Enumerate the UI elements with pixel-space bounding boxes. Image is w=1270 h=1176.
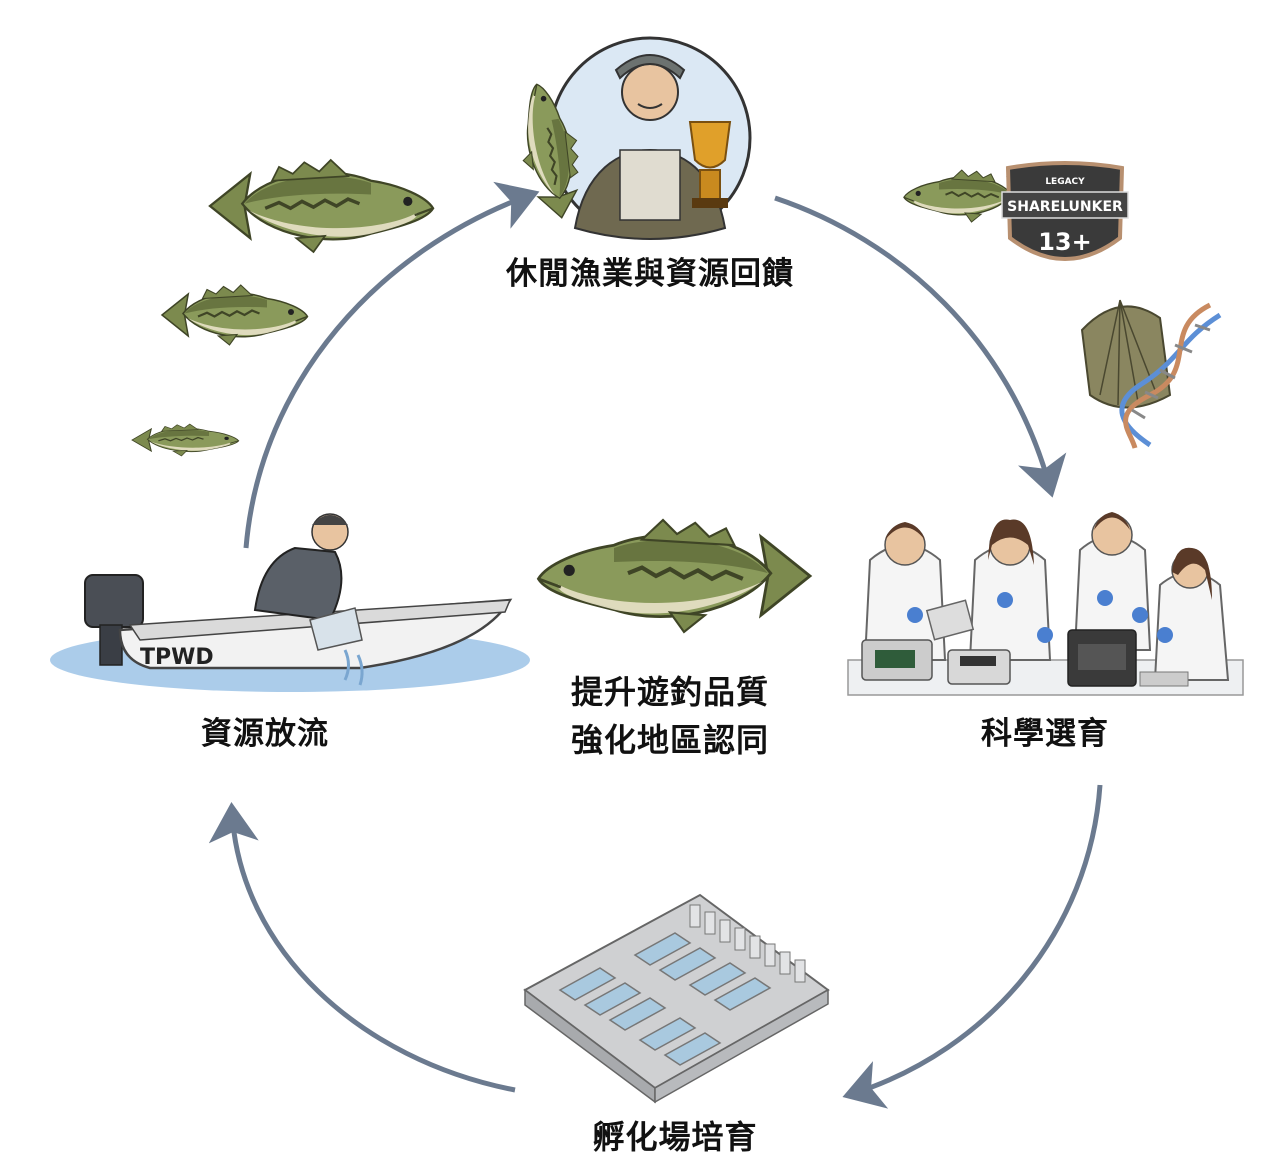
stage-label-recreational-fishery: 休閒漁業與資源回饋 — [470, 248, 830, 293]
boat-release-illustration: TPWD — [50, 514, 530, 692]
sharelunker-badge-icon: LEGACY SHARELUNKER 13+ — [1002, 163, 1128, 259]
badge-number: 13+ — [1038, 228, 1092, 256]
center-message: 提升遊釣品質 強化地區認同 — [520, 668, 820, 764]
stage-label-scientific-breeding: 科學選育 — [935, 708, 1155, 753]
bass-large-icon — [210, 160, 433, 252]
hatchery-illustration — [525, 895, 828, 1102]
arrow-top-to-right — [775, 198, 1050, 488]
bass-small-icon — [132, 424, 239, 456]
stage-label-hatchery: 孵化場培育 — [555, 1112, 795, 1158]
badge-main-text: SHARELUNKER — [1007, 199, 1123, 215]
angler-illustration — [511, 38, 750, 239]
bass-medium-icon — [162, 285, 308, 345]
center-line-1: 提升遊釣品質 — [520, 668, 820, 716]
bass-center-icon — [538, 520, 810, 632]
lab-scientists-illustration — [848, 512, 1243, 695]
arrow-bottom-to-left — [232, 812, 515, 1090]
badge-top-text: LEGACY — [1045, 177, 1085, 187]
boat-hull-text: TPWD — [140, 645, 214, 670]
center-line-2: 強化地區認同 — [520, 716, 820, 764]
arrow-right-to-bottom — [852, 785, 1100, 1094]
stage-label-stocking: 資源放流 — [160, 708, 370, 753]
